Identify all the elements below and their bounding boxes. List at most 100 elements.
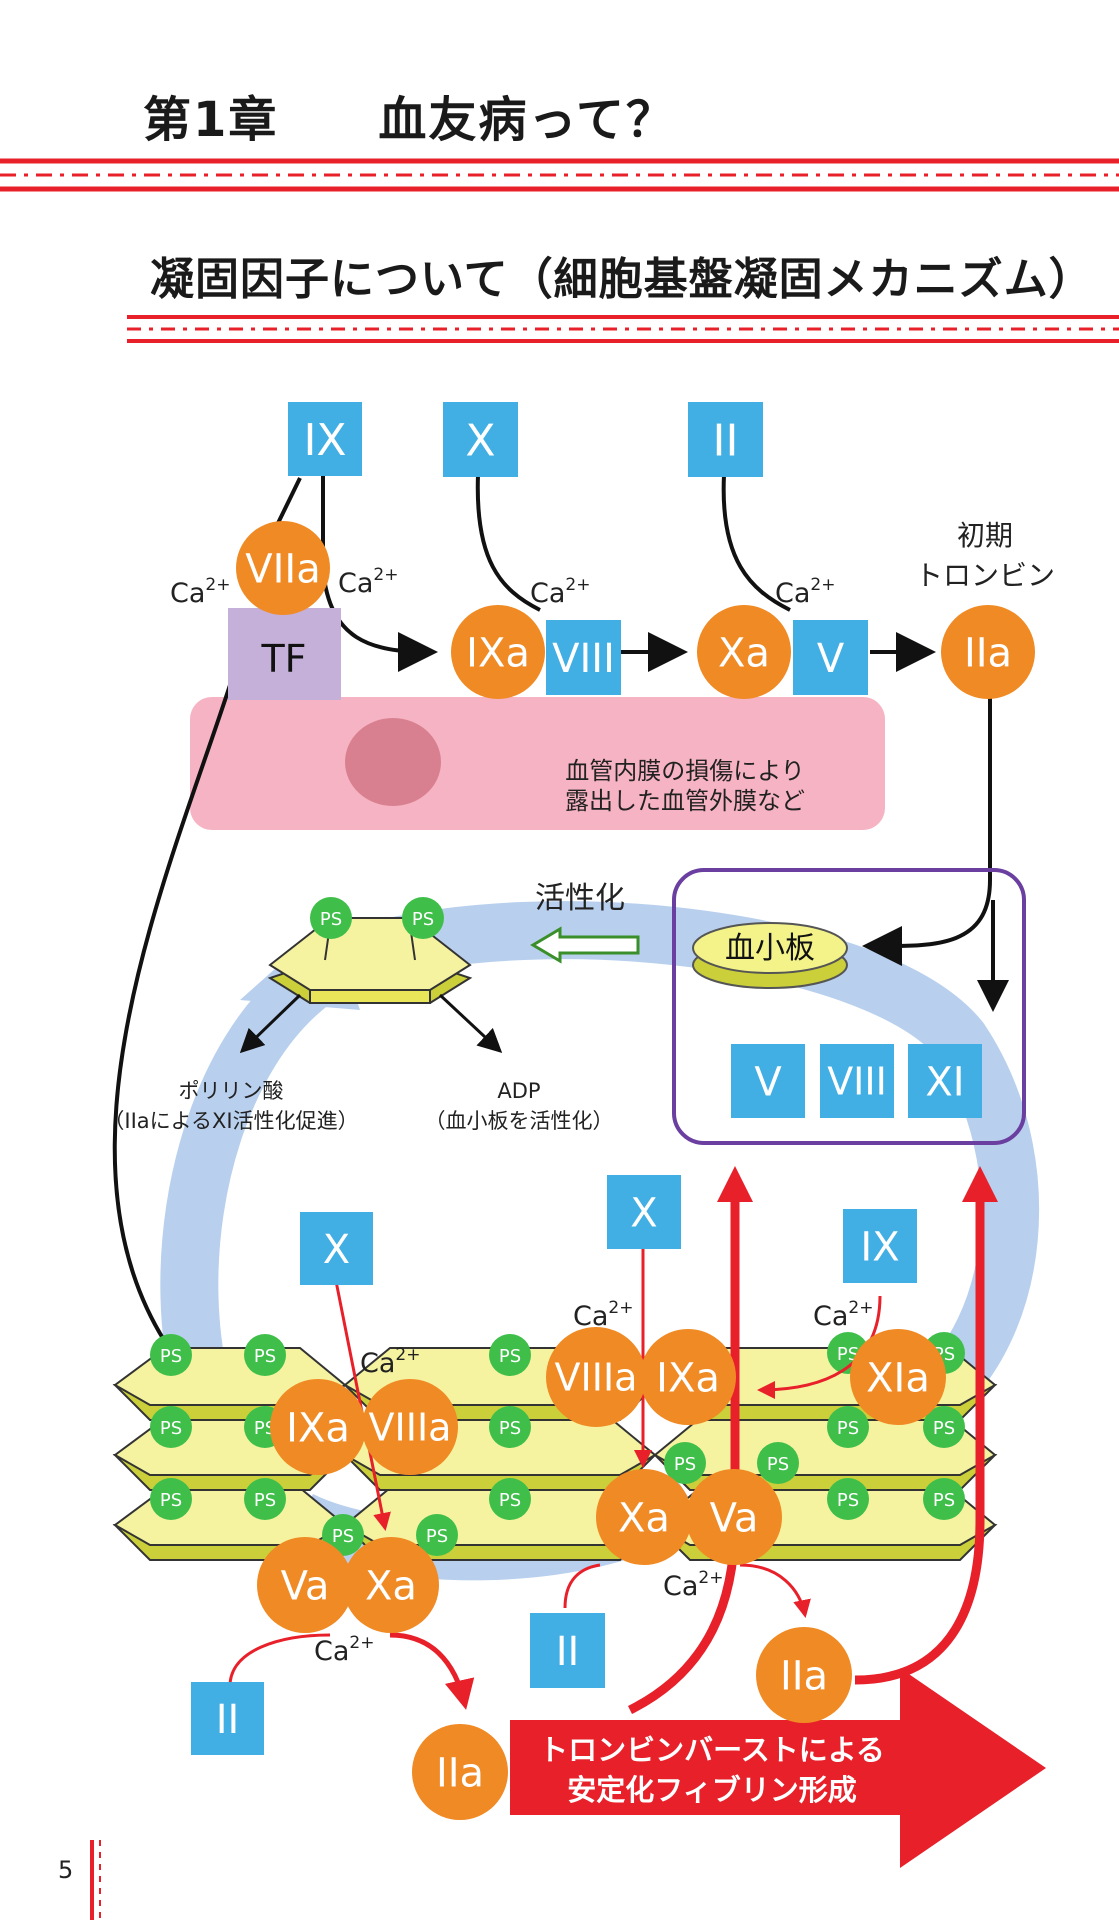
factor-circle-label: Xa [718, 630, 770, 676]
factor-circle-iia-right: IIa [756, 1627, 852, 1723]
calcium-labels: Ca2+Ca2+Ca2+Ca2+Ca2+Ca2+Ca2+Ca2+Ca2+ [170, 565, 873, 1667]
ps-sphere: PS [310, 897, 352, 939]
factor-box-label: II [216, 1697, 240, 1743]
factor-circle-ixa-right: IXa [640, 1329, 736, 1425]
factor-box-plt-v: V [731, 1044, 805, 1118]
ps-label: PS [499, 1418, 521, 1439]
section-title: 凝固因子について（細胞基盤凝固メカニズム） [150, 254, 1094, 305]
injury-label-2: 露出した血管外膜など [565, 787, 805, 815]
ps-label: PS [160, 1346, 182, 1367]
factor-box-label: VIII [552, 636, 615, 682]
factor-circle-label: Xa [618, 1495, 670, 1541]
ps-sphere: PS [416, 1514, 458, 1556]
factor-boxes: IX X II VIII V X X IX II II V VIII XI [191, 402, 982, 1755]
ps-sphere: PS [402, 897, 444, 939]
ps-sphere: PS [244, 1334, 286, 1376]
ps-sphere: PS [664, 1442, 706, 1484]
factor-circle-va-left: Va [257, 1537, 353, 1633]
chapter-rule [0, 158, 1119, 192]
adp-label-1: ADP [497, 1079, 540, 1103]
ps-label: PS [426, 1526, 448, 1547]
thrombin-burst-arrow: トロンビンバーストによる 安定化フィブリン形成 [510, 1668, 1046, 1868]
calcium-label: Ca2+ [338, 565, 398, 599]
ps-label: PS [160, 1418, 182, 1439]
factor-box-ix-top: IX [288, 402, 362, 476]
factor-box-plt-viii: VIII [820, 1044, 894, 1118]
activation-label: 活性化 [535, 881, 625, 916]
factor-box-label: X [323, 1227, 350, 1273]
ps-sphere: PS [489, 1334, 531, 1376]
ps-sphere: PS [150, 1478, 192, 1520]
polyp-label-1: ポリリン酸 [179, 1079, 284, 1103]
ps-sphere: PS [489, 1406, 531, 1448]
cell-nucleus [345, 718, 441, 806]
factor-box-x-right: X [607, 1175, 681, 1249]
factor-circle-label: XIa [866, 1355, 930, 1401]
factor-circle-ixa-top: IXa [451, 605, 545, 699]
factor-box-v-top: V [793, 620, 868, 695]
ps-sphere: PS [827, 1478, 869, 1520]
ps-sphere: PS [150, 1406, 192, 1448]
factor-circle-label: Xa [365, 1563, 417, 1609]
factor-box-label: V [817, 636, 845, 682]
factor-circle-label: Va [710, 1495, 759, 1541]
injury-label-1: 血管内膜の損傷により [565, 757, 805, 785]
calcium-label: Ca2+ [170, 575, 230, 609]
ps-label: PS [254, 1490, 276, 1511]
ps-sphere: PS [322, 1514, 364, 1556]
page-number: 5 [58, 1856, 74, 1884]
factor-circle-label: IIa [964, 630, 1012, 676]
plate-product-arrows [239, 993, 503, 1054]
calcium-label: Ca2+ [314, 1633, 374, 1667]
calcium-label: Ca2+ [573, 1298, 633, 1332]
ps-label: PS [767, 1454, 789, 1475]
calcium-label: Ca2+ [775, 575, 835, 609]
factor-box-label: XI [925, 1059, 964, 1105]
burst-label-2: 安定化フィブリン形成 [567, 1773, 856, 1807]
ps-sphere: PS [757, 1442, 799, 1484]
platelet-disc [692, 922, 848, 974]
ps-sphere: PS [923, 1406, 965, 1448]
factor-circle-xa-left: Xa [343, 1537, 439, 1633]
factor-circle-viiia-right: VIIIa [546, 1327, 646, 1427]
factor-circle-xa-right: Xa [596, 1469, 692, 1565]
ps-label: PS [332, 1526, 354, 1547]
ps-label: PS [933, 1490, 955, 1511]
platelet-box [672, 868, 1026, 1145]
ps-label: PS [499, 1490, 521, 1511]
factor-circle-label: Va [281, 1563, 330, 1609]
factor-box-ii-right: II [530, 1613, 605, 1688]
ps-label: PS [320, 909, 342, 930]
factor-box-label: V [754, 1059, 782, 1105]
activation-arrow [530, 926, 640, 964]
platelet-label: 血小板 [725, 931, 815, 966]
factor-box-x-mid: X [300, 1212, 373, 1285]
factor-box-plt-xi: XI [908, 1044, 982, 1118]
polyp-label-2: （IIaによるXI活性化促進） [103, 1109, 358, 1133]
factor-box-ii-top: II [688, 402, 763, 477]
factor-circle-label: IXa [286, 1405, 350, 1451]
calcium-label: Ca2+ [663, 1568, 723, 1602]
factor-box-ix-right: IX [843, 1209, 917, 1283]
factor-circle-label: VIIa [245, 546, 320, 592]
ps-sphere: PS [150, 1334, 192, 1376]
factor-circle-iia-top: IIa [941, 605, 1035, 699]
early-thrombin-label-1: 初期 [957, 519, 1013, 552]
factor-circle-iia-left: IIa [412, 1724, 508, 1820]
factor-box-label: II [713, 415, 739, 466]
factor-circle-label: IXa [466, 630, 530, 676]
ps-label: PS [254, 1346, 276, 1367]
ps-label: PS [499, 1346, 521, 1367]
ps-sphere: PS [489, 1478, 531, 1520]
factor-circle-label: VIIIa [555, 1356, 638, 1400]
factor-circle-label: VIIIa [369, 1406, 452, 1450]
factor-box-x-top: X [443, 402, 518, 477]
factor-box-label: X [465, 415, 495, 466]
burst-label-1: トロンビンバーストによる [539, 1733, 885, 1767]
amplification-arrows [228, 1245, 882, 1710]
factor-circle-viia: VIIa [236, 521, 330, 615]
ps-label: PS [674, 1454, 696, 1475]
initiation-arrows [112, 442, 1009, 1422]
factor-box-ii-left: II [191, 1682, 264, 1755]
